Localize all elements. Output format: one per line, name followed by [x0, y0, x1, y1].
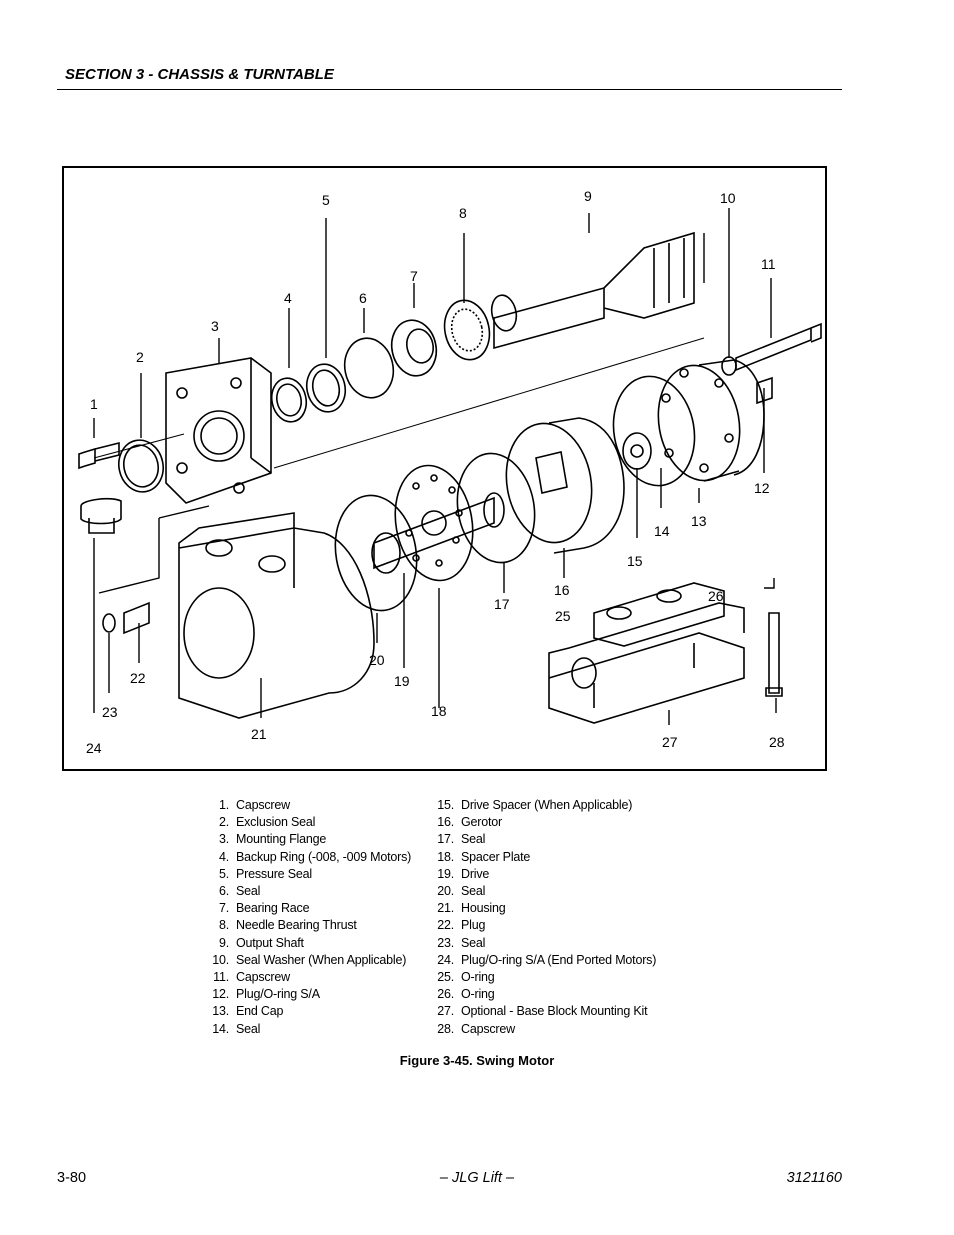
- callout-21: 21: [251, 726, 267, 742]
- callout-6: 6: [359, 290, 367, 306]
- part-12-plug: [756, 376, 773, 405]
- callout-8: 8: [459, 205, 467, 221]
- part-25-o-ring: [606, 606, 632, 620]
- part-3-mounting-flange: [165, 357, 272, 504]
- callout-9: 9: [584, 188, 592, 204]
- part-5-pressure-seal: [305, 363, 347, 413]
- legend-item: 6.Seal: [218, 884, 261, 899]
- callout-25: 25: [555, 608, 571, 624]
- callout-20: 20: [369, 652, 385, 668]
- callout-18: 18: [431, 703, 447, 719]
- legend-item: 13.End Cap: [212, 1004, 284, 1019]
- part-27-base-block: [548, 602, 745, 724]
- callout-22: 22: [130, 670, 146, 686]
- callout-10: 10: [720, 190, 736, 206]
- part-20-seal: [334, 494, 418, 612]
- callout-7: 7: [410, 268, 418, 284]
- page-number: 3-80: [57, 1170, 87, 1186]
- callout-2: 2: [136, 349, 144, 365]
- callout-26: 26: [708, 588, 724, 604]
- parts-legend-left: 1.Capscrew 2.Exclusion Seal 3.Mounting F…: [208, 797, 411, 1038]
- part-13-end-cap: [657, 364, 741, 482]
- part-23-seal: [102, 613, 116, 633]
- part-21-housing: [178, 527, 375, 719]
- legend-item: 16.Gerotor: [437, 815, 502, 830]
- legend-item: 7.Bearing Race: [218, 901, 310, 916]
- legend-item: 25.O-ring: [437, 970, 495, 985]
- callout-1: 1: [90, 396, 98, 412]
- legend-item: 8.Needle Bearing Thrust: [218, 918, 357, 933]
- callout-28: 28: [769, 734, 785, 750]
- legend-item: 5.Pressure Seal: [218, 866, 312, 881]
- callout-14: 14: [654, 523, 670, 539]
- legend-item: 2.Exclusion Seal: [218, 815, 316, 830]
- callout-24: 24: [86, 740, 102, 756]
- part-2-exclusion-seal: [118, 439, 164, 493]
- callout-5: 5: [322, 192, 330, 208]
- part-16-gerotor: [505, 422, 593, 544]
- legend-item: 21.Housing: [437, 901, 506, 916]
- part-4-backup-ring: [270, 377, 308, 423]
- callout-12: 12: [754, 480, 770, 496]
- legend-item: 26.O-ring: [437, 987, 495, 1002]
- legend-item: 15.Drive Spacer (When Applicable): [437, 798, 633, 812]
- callout-16: 16: [554, 582, 570, 598]
- part-18-spacer-plate: [394, 464, 474, 582]
- part-28-capscrew: [765, 612, 783, 697]
- swing-motor-drawing: [78, 208, 822, 725]
- header-rule: [57, 89, 842, 90]
- legend-item: 20.Seal: [437, 884, 486, 899]
- legend-item: 3.Mounting Flange: [218, 832, 327, 847]
- footer-publisher: – JLG Lift –: [439, 1170, 515, 1186]
- legend-item: 27.Optional - Base Block Mounting Kit: [437, 1004, 648, 1019]
- legend-item: 1.Capscrew: [218, 798, 290, 812]
- parts-legend-right: 15.Drive Spacer (When Applicable) 16.Ger…: [433, 797, 656, 1038]
- part-9-output-shaft: [493, 231, 695, 350]
- callout-17: 17: [494, 596, 510, 612]
- callout-15: 15: [627, 553, 643, 569]
- legend-item: 9.Output Shaft: [218, 935, 304, 950]
- part-1-capscrew: [78, 441, 120, 470]
- callout-4: 4: [284, 290, 292, 306]
- callout-11: 11: [761, 256, 776, 272]
- legend-item: 24.Plug/O-ring S/A (End Ported Motors): [437, 952, 657, 967]
- part-22-plug: [123, 601, 150, 635]
- legend-item: 28.Capscrew: [437, 1021, 515, 1036]
- document-number: 3121160: [786, 1170, 842, 1186]
- callout-27: 27: [662, 734, 678, 750]
- legend-item: 10.Seal Washer (When Applicable): [212, 952, 407, 967]
- part-8-needle-bearing: [443, 299, 491, 361]
- legend-item: 23.Seal: [437, 935, 486, 950]
- callout-3: 3: [211, 318, 219, 334]
- part-15-drive-spacer: [622, 432, 652, 470]
- part-24-plug: [80, 498, 122, 534]
- part-7-bearing-race: [390, 319, 438, 377]
- legend-item: 19.Drive: [437, 866, 490, 881]
- section-header: SECTION 3 - CHASSIS & TURNTABLE: [65, 66, 334, 83]
- legend-item: 18.Spacer Plate: [437, 849, 531, 864]
- legend-item: 11.Capscrew: [213, 970, 290, 985]
- exploded-diagram: 1 2 3 4 5 6 7 8 9 10 11 12 13 14 15 16 1…: [62, 166, 827, 771]
- figure-caption: Figure 3-45. Swing Motor: [399, 1053, 555, 1068]
- part-19-drive: [373, 496, 495, 570]
- part-6-seal: [343, 337, 395, 399]
- part-11-capscrew: [735, 322, 822, 372]
- legend-item: 4.Backup Ring (-008, -009 Motors): [218, 849, 412, 864]
- legend-item: 22.Plug: [437, 918, 486, 933]
- part-14-seal: [612, 375, 696, 487]
- legend-item: 14.Seal: [212, 1021, 261, 1036]
- legend-item: 12.Plug/O-ring S/A: [212, 987, 320, 1002]
- callout-19: 19: [394, 673, 410, 689]
- part-17-seal: [456, 452, 536, 564]
- legend-item: 17.Seal: [437, 832, 486, 847]
- callout-23: 23: [102, 704, 118, 720]
- callout-13: 13: [691, 513, 707, 529]
- part-26-o-ring: [656, 589, 682, 603]
